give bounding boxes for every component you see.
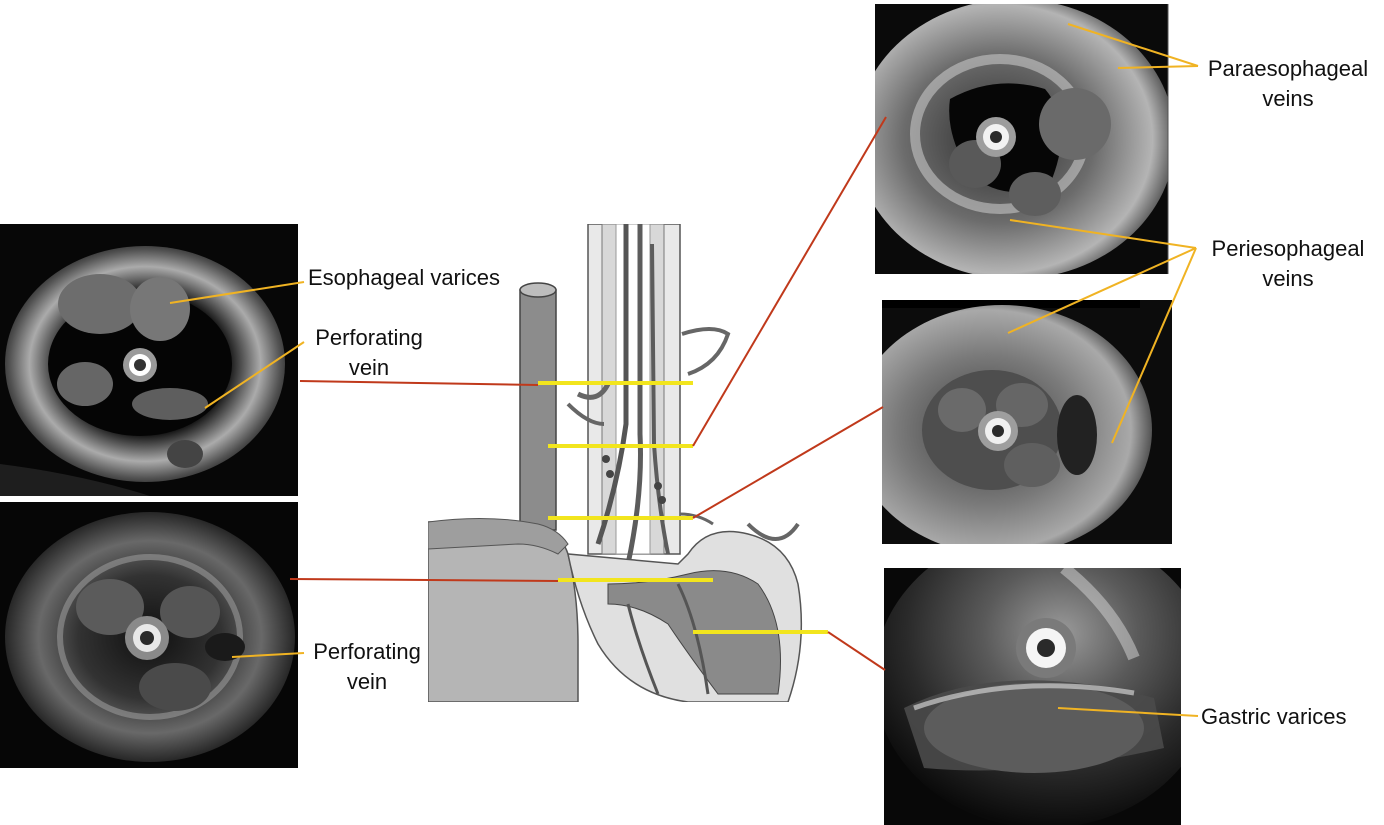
esophagus-stomach-illustration xyxy=(427,223,808,703)
label-perforating-vein-lower-line2: vein xyxy=(346,669,388,694)
eus-image-periesophageal-veins xyxy=(882,300,1180,544)
label-perforating-vein-upper: Perforating vein xyxy=(304,323,434,383)
eus-image-gastric-varices xyxy=(884,568,1181,825)
label-periesophageal-line2: veins xyxy=(1262,266,1314,291)
connector-gastric xyxy=(827,631,886,671)
label-perforating-vein-lower: Perforating vein xyxy=(302,637,432,697)
label-perforating-vein-upper-line1: Perforating xyxy=(315,325,423,350)
label-periesophageal-line1: Periesophageal xyxy=(1211,236,1365,261)
eus-image-perforating-vein xyxy=(0,502,298,768)
label-perforating-vein-upper-line2: vein xyxy=(348,355,390,380)
label-periesophageal-veins: Periesophageal veins xyxy=(1196,234,1380,294)
eus-image-paraesophageal-veins xyxy=(875,4,1180,274)
label-paraesophageal-line2: veins xyxy=(1262,86,1314,111)
label-paraesophageal-veins: Paraesophageal veins xyxy=(1196,54,1380,114)
label-paraesophageal-line1: Paraesophageal xyxy=(1207,56,1369,81)
label-perforating-vein-lower-line1: Perforating xyxy=(313,639,421,664)
label-esophageal-varices: Esophageal varices xyxy=(308,265,501,290)
label-gastric-varices: Gastric varices xyxy=(1201,704,1347,729)
eus-image-esophageal-varices xyxy=(0,224,298,496)
